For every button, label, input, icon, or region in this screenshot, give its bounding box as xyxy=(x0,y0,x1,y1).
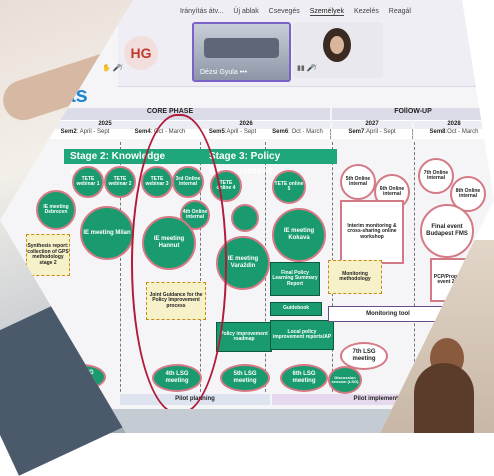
sem2-range: April - Sept xyxy=(79,129,110,135)
phase-core: CORE PHASE xyxy=(10,108,330,120)
menu-take-control[interactable]: Irányítás átv... xyxy=(180,8,224,15)
sem7: Sem7:April - Sept xyxy=(332,129,413,139)
node-6th-lsg: 6th LSG meeting xyxy=(280,364,328,392)
menu-manage[interactable]: Kezelés xyxy=(353,8,379,15)
sem5-range: April - Sept xyxy=(226,129,257,135)
bar-pilot-implementation: Pilot implementation xyxy=(272,394,494,405)
highlight-oval xyxy=(131,114,227,414)
node-final-event: Final event Budapest FMS xyxy=(420,204,474,258)
participant-name: Dézsi Gyula xyxy=(200,69,238,76)
menu-new-window[interactable]: Új ablak xyxy=(233,8,259,15)
year-2025: 2025 xyxy=(50,120,160,130)
menu-chat[interactable]: Csevegés xyxy=(268,8,300,15)
participant-video-tile[interactable]: Dézsi Gyula ••• xyxy=(192,22,291,82)
node-8th-online-internal: 8th Online internal xyxy=(450,176,486,212)
sem4-label: Sem4 xyxy=(134,129,151,135)
node-ie-meeting-milan: IE meeting Milan xyxy=(80,206,134,260)
participant-avatar[interactable]: HG xyxy=(124,36,158,70)
sem6-label: Sem6 xyxy=(272,129,289,135)
node-tete-webinar-1: TETE webinar 1 xyxy=(72,166,104,198)
participant-face xyxy=(323,28,351,62)
node-3rd-online-internal: 3rd Online internal xyxy=(172,166,204,198)
node-ie-meeting-kokava: IE meeting Kokava xyxy=(272,208,326,262)
node-5th-online-internal: 5th Online internal xyxy=(340,164,376,200)
stage-3-banner: Stage 3: Policy improvement xyxy=(203,149,337,177)
year-2028: 2028 xyxy=(414,120,494,130)
background-person xyxy=(414,363,474,433)
sem8: Sem8:Oct - March xyxy=(414,129,494,139)
box-guidebook: Guidebook xyxy=(270,302,322,316)
box-monitoring-methodology: Monitoring methodology xyxy=(328,260,382,294)
box-final-policy-learning: Final Policy Learning Summary Report xyxy=(270,262,320,296)
phase-follow-up: FOllOW-UP xyxy=(332,108,494,120)
divider-1 xyxy=(120,142,121,402)
node-tete-webinar-2: TETE webinar 2 xyxy=(104,166,136,198)
timeline-diagram: CORE PHASE FOllOW-UP 2025 2026 2027 2028… xyxy=(10,108,494,414)
sem7-label: Sem7 xyxy=(348,129,365,135)
more-indicator: ••• xyxy=(239,69,248,76)
sem5-label: Sem5 xyxy=(208,129,225,135)
node-5th-lsg: 5th LSG meeting xyxy=(220,364,270,392)
meeting-toolbar: Irányítás átv... Új ablak Csevegés Szemé… xyxy=(102,0,494,87)
mic-off-icon[interactable]: ✋ 🎤̸ xyxy=(102,65,122,72)
sem2-label: Sem2 xyxy=(60,129,77,135)
sem5: Sem5:April - Sept xyxy=(200,129,266,139)
sem7-range: April - Sept xyxy=(366,129,396,135)
node-7th-lsg: 7th LSG meeting xyxy=(340,342,388,370)
signal-mic-icon: ▮▮ 🎤̸ xyxy=(297,65,316,72)
node-tete-online-4: TETE online 4 xyxy=(210,170,242,202)
sem8-range: Oct - March xyxy=(447,129,479,135)
box-interim-monitoring: Interim monitoring & cross-sharing onlin… xyxy=(340,200,404,264)
divider-2 xyxy=(200,142,201,402)
year-2027: 2027 xyxy=(332,120,412,130)
participant-video-tile-2[interactable]: ▮▮ 🎤̸ xyxy=(293,22,383,78)
sem2: Sem2: April - Sept xyxy=(50,129,121,139)
sem6: Sem6: Oct - March xyxy=(265,129,331,139)
box-synthesis-report: Synthesis report: collection of GPS meth… xyxy=(26,234,70,276)
node-tete-online-5: TETE online 5 xyxy=(272,170,306,204)
divider-5 xyxy=(414,142,415,402)
box-local-policy-reports: Local policy improvement reports/AP xyxy=(270,320,334,350)
node-ie-meeting-debrecen: IE meeting Debrecen xyxy=(36,190,76,230)
meeting-room-photo xyxy=(204,38,279,58)
menu-people[interactable]: Személyek xyxy=(309,8,344,16)
meeting-menu: Irányítás átv... Új ablak Csevegés Szemé… xyxy=(180,8,419,16)
menu-react[interactable]: Reagál xyxy=(388,8,411,15)
year-2026: 2026 xyxy=(162,120,330,130)
node-ie-meeting-hannut: IE meeting Hannut xyxy=(142,216,196,270)
box-monitoring-tool: Monitoring tool xyxy=(328,306,448,322)
sem8-label: Sem8 xyxy=(429,129,446,135)
participant-name-label: Dézsi Gyula ••• xyxy=(200,69,247,76)
node-discussion-session: Discussion session (LSG) xyxy=(328,366,362,394)
node-7th-online-internal: 7th Online internal xyxy=(418,158,454,194)
node-small-online xyxy=(231,204,259,232)
box-joint-guidance: Joint Guidance for the Policy Improvemen… xyxy=(146,282,206,320)
box-policy-roadmap: Policy improvement roadmap xyxy=(216,322,272,352)
sem6-range: Oct - March xyxy=(291,129,323,135)
